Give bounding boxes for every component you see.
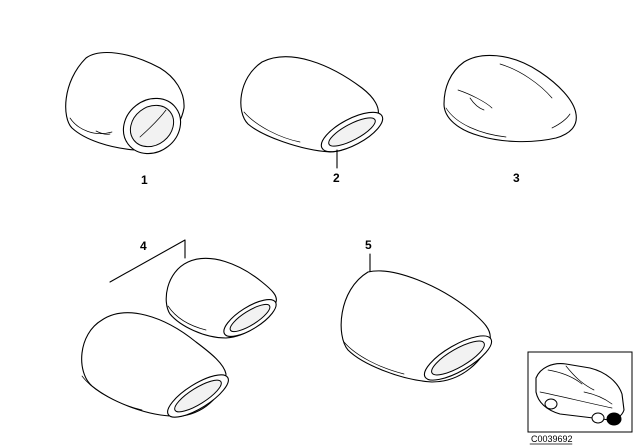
part-number-1: 1 (141, 173, 148, 187)
part-number-4: 4 (140, 239, 147, 253)
part-5-large-oval-tailpipe-trim (340, 253, 493, 383)
part-number-3: 3 (513, 171, 520, 185)
part-number-2: 2 (333, 171, 340, 185)
part-number-5: 5 (365, 238, 372, 252)
diagram-code: C0039692 (531, 434, 573, 444)
part-4-oval-tailpipe-trim-pair (81, 239, 277, 418)
inset-car-rear-view (527, 351, 633, 433)
part-1-round-tailpipe-trim (65, 52, 185, 155)
part-2-oval-tailpipe-trim (240, 56, 384, 169)
part-3-mirror-cap (443, 54, 577, 143)
